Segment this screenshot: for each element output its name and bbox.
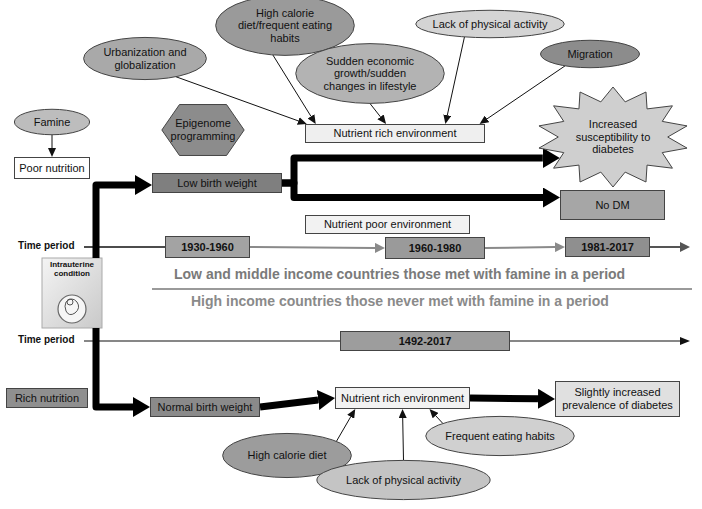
intrauterine-panel	[42, 258, 102, 328]
factor-ellipse: Urbanization and globalization	[83, 37, 207, 80]
period-box: 1930-1960	[165, 236, 250, 258]
factor-ellipse: Lack of physical activity	[316, 460, 491, 500]
fetus-icon	[65, 299, 79, 315]
connector-arrow	[96, 328, 133, 407]
connector-arrow	[436, 416, 443, 424]
node-text: Poor nutrition	[16, 162, 88, 175]
connector-arrow	[282, 158, 543, 183]
ell-shape	[416, 10, 565, 37]
star-shape	[539, 87, 687, 187]
mechanism-hexagon: Epigenome programming	[161, 104, 245, 156]
state-box: Normal birth weight	[150, 397, 260, 417]
node-text: High calorie diet/frequent eating habits	[232, 7, 338, 45]
timeline-arrowhead	[680, 337, 690, 345]
node-text: Rich nutrition	[8, 392, 86, 405]
period-box: 1492-2017	[340, 331, 510, 351]
node-text: Intrauterine condition	[44, 260, 101, 278]
node-text: 1960-1980	[388, 242, 482, 255]
connector-arrow	[52, 135, 53, 149]
outcome-box: Slightly increased prevalence of diabete…	[555, 381, 680, 417]
group-heading: Low and middle income countries those me…	[174, 266, 625, 282]
fetus-head	[67, 299, 73, 305]
connector-arrow	[447, 37, 464, 116]
connector-arrow	[336, 417, 350, 442]
factor-ellipse: Lack of physical activity	[415, 10, 565, 38]
node-text: Urbanization and globalization	[98, 46, 192, 71]
node-text: No DM	[564, 199, 661, 212]
ell-shape	[426, 416, 575, 455]
ell-shape	[296, 44, 445, 104]
outcome-box: No DM	[560, 190, 665, 220]
node-text: Famine	[22, 116, 83, 129]
axis-label: Time period	[18, 240, 75, 251]
connector-arrow	[250, 246, 375, 249]
connector-arrow	[485, 246, 555, 249]
period-box: 1981-2017	[565, 237, 650, 257]
outcome-starburst: Increased susceptibility to diabetes	[537, 87, 689, 187]
node-text: Nutrient poor environment	[309, 218, 467, 231]
group-heading: High income countries those never met wi…	[191, 293, 609, 309]
state-box: Poor nutrition	[14, 157, 90, 179]
node-text: High calorie diet	[238, 449, 337, 462]
node-text: 1981-2017	[568, 241, 648, 254]
ell-shape	[14, 109, 89, 134]
axis-label: Time period	[18, 334, 75, 345]
node-text: 1930-1960	[168, 241, 248, 254]
connector-arrow	[402, 418, 404, 461]
node-text: Lack of physical activity	[429, 18, 552, 31]
environment-box: Nutrient poor environment	[305, 215, 470, 234]
connector-arrow	[282, 183, 543, 198]
node-text: Nutrient rich environment	[339, 392, 467, 405]
connector-arrow	[487, 66, 565, 119]
ell-shape	[317, 460, 490, 499]
factor-ellipse: Sudden economic growth/sudden changes in…	[295, 43, 445, 104]
node-text: Low birth weight	[155, 177, 279, 190]
state-box: Low birth weight	[152, 173, 282, 193]
ell-shape	[541, 40, 640, 67]
node-text: Increased susceptibility to diabetes	[571, 118, 656, 156]
environment-box: Nutrient rich environment	[305, 124, 485, 143]
node-text: Sudden economic growth/sudden changes in…	[315, 55, 426, 93]
factor-ellipse: Frequent eating habits	[425, 416, 575, 456]
period-box: 1960-1980	[385, 237, 485, 259]
node-text: Slightly increased prevalence of diabete…	[559, 386, 677, 411]
intrauterine-box: Intrauterine condition	[42, 258, 102, 328]
node-text: Normal birth weight	[153, 401, 258, 414]
timeline-line	[650, 246, 680, 248]
womb-icon	[58, 295, 86, 323]
state-box: Rich nutrition	[6, 388, 88, 408]
separator-line	[152, 288, 692, 290]
connector-arrow	[260, 400, 318, 407]
node-text: Migration	[550, 48, 630, 61]
connector-arrow	[370, 104, 381, 117]
hex-shape	[162, 105, 244, 156]
node-text: Epigenome programming	[170, 117, 236, 142]
cause-ellipse: Famine	[14, 109, 90, 135]
ell-shape	[84, 37, 207, 79]
connector-arrow	[470, 395, 538, 403]
timeline-arrowhead	[680, 242, 690, 252]
factor-ellipse: Migration	[540, 40, 640, 68]
node-text: Nutrient rich environment	[309, 127, 482, 140]
connector-arrow	[96, 185, 135, 258]
environment-box: Nutrient rich environment	[335, 387, 470, 409]
node-text: 1492-2017	[345, 335, 505, 348]
node-text: Lack of physical activity	[337, 474, 470, 487]
node-text: Frequent eating habits	[443, 430, 557, 443]
